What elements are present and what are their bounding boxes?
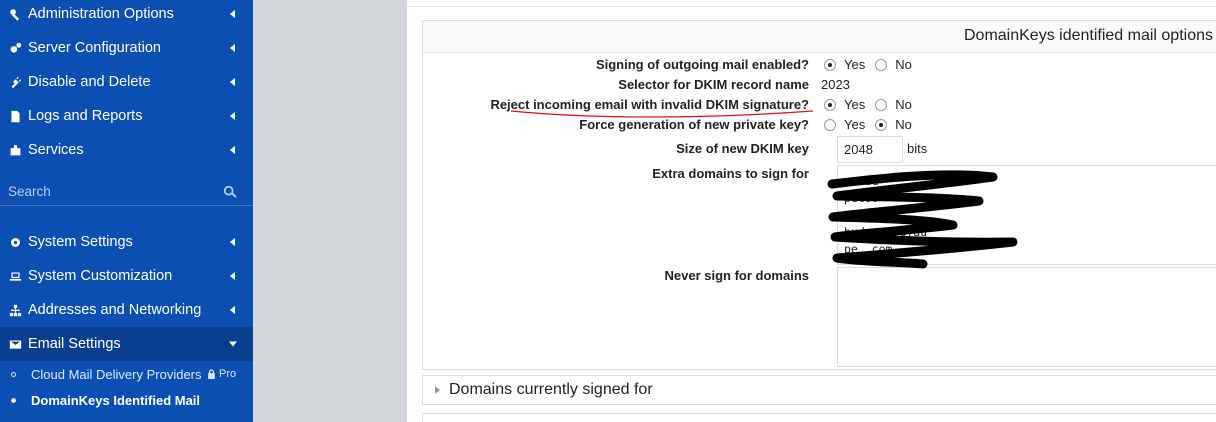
sidebar-item-label: Disable and Delete (28, 74, 151, 90)
chevron-left-icon (230, 306, 235, 314)
force-radio-group: Yes No (824, 117, 922, 132)
next-section (422, 413, 1216, 422)
never-sign-label: Never sign for domains (664, 268, 809, 283)
chevron-left-icon (230, 272, 235, 280)
selector-value: 2023 (821, 77, 850, 92)
reject-label: Reject incoming email with invalid DKIM … (490, 97, 809, 112)
pro-badge: Pro (207, 368, 236, 380)
sidebar-item-system-settings[interactable]: System Settings (0, 225, 253, 259)
lock-icon (208, 369, 215, 379)
chevron-left-icon (230, 238, 235, 246)
reject-radio-group: Yes No (824, 97, 922, 112)
signing-no-radio[interactable] (875, 58, 888, 71)
sidebar-subitem-label: Cloud Mail Delivery Providers (31, 366, 202, 382)
search-input[interactable] (8, 184, 208, 199)
sidebar-item-email-settings[interactable]: Email Settings (0, 327, 253, 361)
signing-yes-radio[interactable] (824, 58, 836, 71)
content-gutter (253, 0, 407, 422)
sidebar-item-logs-and-reports[interactable]: Logs and Reports (0, 99, 253, 133)
panel-title: DomainKeys identified mail options (963, 27, 1213, 44)
chevron-down-icon (229, 341, 237, 347)
sidebar-subitem-cloud-mail-delivery-providers[interactable]: Cloud Mail Delivery Providers Pro (0, 361, 253, 387)
sidebar-item-disable-and-delete[interactable]: Disable and Delete (0, 65, 253, 99)
gear-icon (8, 235, 22, 249)
file-icon (8, 109, 22, 123)
force-no-radio[interactable] (875, 118, 888, 131)
signing-radio-group: Yes No (824, 57, 922, 72)
sidebar-item-addresses-and-networking[interactable]: Addresses and Networking (0, 293, 253, 327)
chevron-left-icon (230, 112, 235, 120)
chevron-left-icon (230, 44, 235, 52)
chevron-left-icon (230, 146, 235, 154)
keysize-input[interactable] (837, 136, 903, 163)
sidebar-item-administration-options[interactable]: Administration Options (0, 0, 253, 31)
keysize-label: Size of new DKIM key (676, 141, 809, 156)
puzzle-icon (8, 143, 22, 157)
sidebar-subitem-label: DomainKeys Identified Mail (31, 392, 201, 408)
circle-icon (11, 397, 16, 403)
sidebar-item-label: Addresses and Networking (28, 302, 202, 318)
panel-header: DomainKeys identified mail options (423, 21, 1216, 53)
section-title: Domains currently signed for (449, 381, 653, 398)
search-icon[interactable] (223, 185, 237, 199)
sidebar-item-label: Logs and Reports (28, 108, 143, 124)
main-content: DomainKeys identified mail options Signi… (407, 0, 1216, 422)
reject-no-radio[interactable] (875, 98, 888, 111)
sidebar-item-server-configuration[interactable]: Server Configuration (0, 31, 253, 65)
force-label: Force generation of new private key? (579, 117, 809, 132)
plug-icon (8, 75, 22, 89)
extra-domains-label: Extra domains to sign for (652, 166, 809, 181)
sidebar: Administration Options Server Configurat… (0, 0, 253, 422)
chevron-left-icon (230, 10, 235, 18)
sidebar-item-label: System Settings (28, 234, 133, 250)
sitemap-icon (8, 303, 22, 317)
sidebar-item-services[interactable]: Services (0, 133, 253, 167)
sidebar-item-label: Server Configuration (28, 40, 161, 56)
sidebar-item-system-customization[interactable]: System Customization (0, 259, 253, 293)
domains-signed-section[interactable]: Domains currently signed for (422, 375, 1216, 405)
reject-yes-radio[interactable] (824, 98, 836, 111)
never-sign-textarea[interactable] (837, 267, 1216, 367)
selector-label: Selector for DKIM record name (618, 77, 809, 92)
dkim-options-panel: DomainKeys identified mail options Signi… (422, 20, 1216, 370)
sidebar-item-label: Administration Options (28, 6, 174, 22)
gears-icon (8, 41, 22, 55)
sidebar-item-label: Email Settings (28, 336, 121, 352)
signing-label: Signing of outgoing mail enabled? (595, 57, 809, 72)
keysize-unit: bits (907, 141, 928, 156)
force-yes-radio[interactable] (824, 118, 836, 131)
sidebar-item-label: Services (28, 142, 84, 158)
chevron-right-icon (435, 386, 440, 394)
divider (407, 0, 1216, 7)
sidebar-search (0, 178, 253, 206)
chevron-left-icon (230, 78, 235, 86)
circle-icon (11, 371, 16, 377)
sidebar-item-label: System Customization (28, 268, 173, 284)
sidebar-subitem-domainkeys-identified-mail[interactable]: DomainKeys Identified Mail (0, 387, 253, 413)
key-icon (8, 7, 22, 21)
laptop-icon (8, 269, 22, 283)
envelope-icon (8, 337, 22, 351)
redaction-scribble (510, 110, 1018, 269)
